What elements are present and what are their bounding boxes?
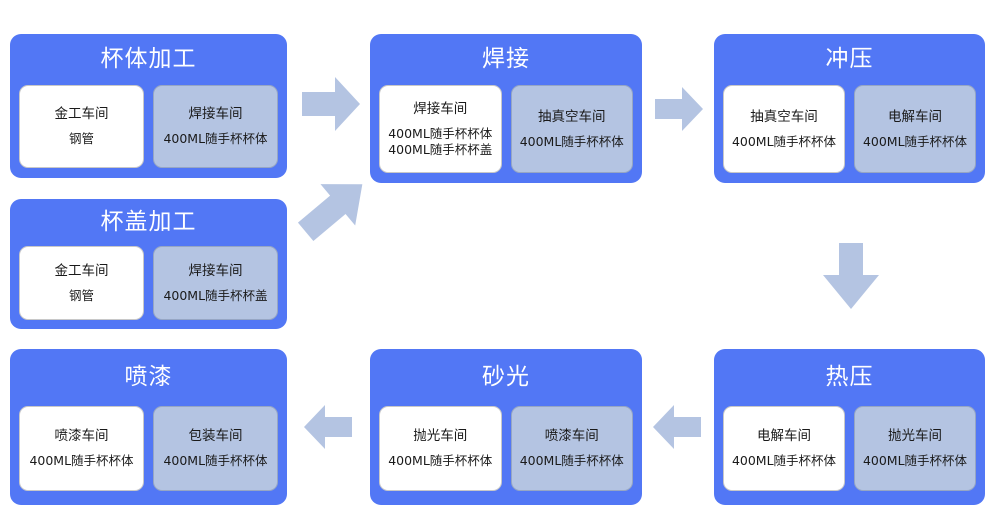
product-item: 400ML随手杯杯体 [862, 453, 968, 469]
workshop-name: 焊接车间 [188, 106, 243, 123]
workshop-products: 400ML随手杯杯体 [163, 453, 267, 469]
workshop-products: 400ML随手杯杯体 [163, 131, 267, 147]
workshop-name: 焊接车间 [413, 100, 468, 117]
product-item: 400ML随手杯杯体 [731, 133, 837, 149]
workshop-cell[interactable]: 金工车间 钢管 [19, 246, 144, 320]
workshop-cell[interactable]: 电解车间 400ML随手杯杯体 [854, 85, 976, 173]
workshop-name: 包装车间 [188, 428, 243, 445]
stage-title: 热压 [825, 364, 874, 390]
workshop-cell[interactable]: 焊接车间 400ML随手杯杯体 [153, 85, 278, 168]
product-item: 400ML随手杯杯体 [388, 453, 493, 469]
workshop-name: 焊接车间 [188, 262, 243, 279]
stage-cells: 金工车间 钢管 焊接车间 400ML随手杯杯盖 [10, 246, 287, 320]
stage-title: 杯盖加工 [100, 209, 197, 235]
arrow-up-right-icon [295, 172, 373, 244]
stage-painting[interactable]: 喷漆 喷漆车间 400ML随手杯杯体 包装车间 400ML随手杯杯体 [10, 349, 287, 505]
workshop-products: 400ML随手杯杯体 [732, 453, 836, 469]
stage-title: 喷漆 [124, 364, 173, 390]
workshop-cell[interactable]: 抛光车间 400ML随手杯杯体 [854, 406, 976, 491]
workshop-products: 400ML随手杯杯体 [863, 453, 967, 469]
workshop-cell[interactable]: 抽真空车间 400ML随手杯杯体 [510, 85, 633, 173]
stage-cells: 金工车间 钢管 焊接车间 400ML随手杯杯体 [10, 85, 287, 168]
product-item: 400ML随手杯杯体 [29, 453, 134, 469]
workshop-cell[interactable]: 抽真空车间 400ML随手杯杯体 [723, 85, 845, 173]
workshop-name: 金工车间 [54, 106, 109, 123]
product-item: 400ML随手杯杯体 [862, 133, 968, 149]
workshop-products: 400ML随手杯杯体 [388, 453, 492, 469]
product-item: 钢管 [68, 287, 94, 303]
product-item: 400ML随手杯杯体 [519, 133, 624, 149]
stage-cells: 抛光车间 400ML随手杯杯体 喷漆车间 400ML随手杯杯体 [370, 406, 642, 491]
workshop-name: 喷漆车间 [544, 428, 599, 445]
stage-title: 杯体加工 [100, 46, 197, 72]
workshop-name: 抽真空车间 [750, 108, 818, 125]
stage-hot-pressing[interactable]: 热压 电解车间 400ML随手杯杯体 抛光车间 400ML随手杯杯体 [714, 349, 985, 505]
stage-title: 砂光 [482, 364, 530, 390]
workshop-cell[interactable]: 金工车间 钢管 [19, 85, 144, 168]
workshop-name: 电解车间 [888, 108, 942, 125]
workshop-cell[interactable]: 抛光车间 400ML随手杯杯体 [379, 406, 502, 491]
workshop-products: 400ML随手杯杯体 [520, 134, 624, 150]
workshop-products: 钢管 [69, 288, 94, 304]
product-item: 钢管 [68, 131, 94, 147]
stage-cup-lid-processing[interactable]: 杯盖加工 金工车间 钢管 焊接车间 400ML随手杯杯盖 [10, 199, 287, 329]
workshop-products: 400ML随手杯杯体 [520, 453, 624, 469]
product-item: 400ML随手杯杯体 [731, 453, 837, 469]
workshop-name: 电解车间 [757, 428, 811, 445]
workshop-cell[interactable]: 焊接车间 400ML随手杯杯盖 [153, 246, 278, 320]
product-item: 400ML随手杯杯体 [388, 125, 493, 141]
workshop-name: 喷漆车间 [54, 428, 109, 445]
arrow-down-icon [823, 243, 879, 309]
stage-cells: 焊接车间 400ML随手杯杯体 400ML随手杯杯盖 抽真空车间 400ML随手… [370, 85, 642, 173]
workshop-cell[interactable]: 电解车间 400ML随手杯杯体 [723, 406, 845, 491]
arrow-left-icon [653, 405, 701, 449]
product-item: 400ML随手杯杯盖 [388, 141, 493, 157]
workshop-cell[interactable]: 喷漆车间 400ML随手杯杯体 [510, 406, 633, 491]
stage-stamping[interactable]: 冲压 抽真空车间 400ML随手杯杯体 电解车间 400ML随手杯杯体 [714, 34, 985, 183]
workshop-products: 钢管 [69, 131, 94, 147]
stage-title: 冲压 [825, 46, 874, 72]
stage-cells: 电解车间 400ML随手杯杯体 抛光车间 400ML随手杯杯体 [714, 406, 985, 491]
arrow-right-icon [655, 87, 703, 131]
stage-sanding[interactable]: 砂光 抛光车间 400ML随手杯杯体 喷漆车间 400ML随手杯杯体 [370, 349, 642, 505]
workshop-products: 400ML随手杯杯盖 [163, 288, 267, 304]
workshop-cell[interactable]: 包装车间 400ML随手杯杯体 [153, 406, 278, 491]
workshop-products: 400ML随手杯杯体 [29, 453, 133, 469]
workshop-products: 400ML随手杯杯体 [732, 134, 836, 150]
stage-cells: 抽真空车间 400ML随手杯杯体 电解车间 400ML随手杯杯体 [714, 85, 985, 173]
workshop-products: 400ML随手杯杯体 [863, 134, 967, 150]
arrow-right-icon [302, 77, 360, 131]
product-item: 400ML随手杯杯体 [163, 453, 268, 469]
workshop-name: 抛光车间 [888, 428, 942, 445]
workshop-name: 金工车间 [54, 262, 109, 279]
product-item: 400ML随手杯杯盖 [163, 287, 268, 303]
workshop-products: 400ML随手杯杯体 400ML随手杯杯盖 [388, 126, 492, 157]
stage-welding[interactable]: 焊接 焊接车间 400ML随手杯杯体 400ML随手杯杯盖 抽真空车间 400M… [370, 34, 642, 183]
workshop-cell[interactable]: 焊接车间 400ML随手杯杯体 400ML随手杯杯盖 [379, 85, 502, 173]
product-item: 400ML随手杯杯体 [163, 131, 268, 147]
stage-cells: 喷漆车间 400ML随手杯杯体 包装车间 400ML随手杯杯体 [10, 406, 287, 491]
workshop-name: 抛光车间 [413, 428, 468, 445]
stage-cup-body-processing[interactable]: 杯体加工 金工车间 钢管 焊接车间 400ML随手杯杯体 [10, 34, 287, 178]
product-item: 400ML随手杯杯体 [519, 453, 624, 469]
workshop-cell[interactable]: 喷漆车间 400ML随手杯杯体 [19, 406, 144, 491]
workshop-name: 抽真空车间 [538, 108, 606, 125]
stage-title: 焊接 [482, 46, 530, 72]
arrow-left-icon [304, 405, 352, 449]
